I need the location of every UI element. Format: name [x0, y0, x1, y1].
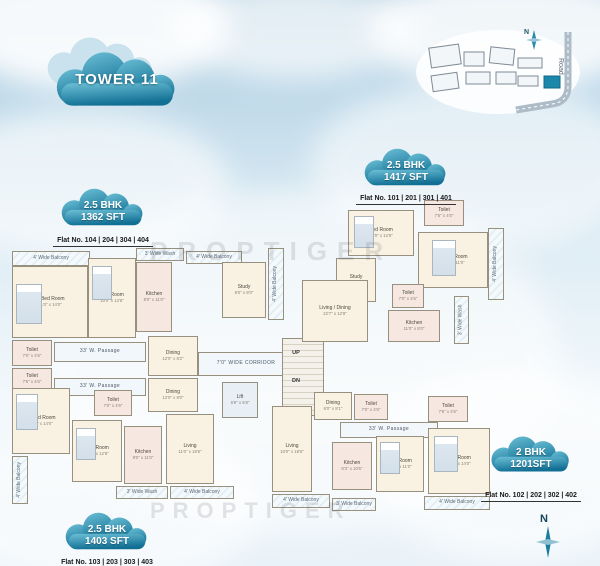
balcony-bottom-right-1: 4' Wide Balcony: [272, 494, 330, 508]
map-compass-icon: N: [524, 29, 542, 50]
compass-north: N: [528, 510, 568, 564]
map-building: [488, 46, 516, 66]
site-map: Road N: [416, 24, 580, 120]
balcony-top-2: 4' Wide Balcony: [186, 251, 242, 264]
corridor-central: 7'0" WIDE CORRIDOR: [198, 352, 294, 376]
wash-bottom-left: 3' Wide Wash: [116, 486, 168, 499]
flat-numbers-text: Flat No. 101 | 201 | 301 | 401: [356, 195, 456, 205]
balcony-bottom-right-2: 3' Wide Balcony: [332, 498, 376, 511]
flat-numbers-text: Flat No. 104 | 204 | 304 | 404: [53, 237, 153, 247]
balcony-top-left: 4' Wide Balcony: [12, 251, 90, 266]
balcony-right-vertical: 4' Wide Balcony: [488, 228, 504, 300]
wash-right-vertical: 3' Wide Wash: [454, 296, 469, 344]
bed-furniture: [434, 436, 458, 472]
bed-furniture: [16, 394, 38, 430]
unit-area: 1201SFT: [510, 458, 552, 470]
bed-furniture: [432, 240, 456, 276]
balcony-bottom-left: 4' Wide Balcony: [170, 486, 234, 499]
compass-north-label: N: [540, 513, 548, 525]
passage-top-left: 33' W. Passage: [54, 342, 146, 362]
balcony-right-apartment-left: 4' Wide Balcony: [268, 248, 284, 320]
map-tower-highlight: [543, 75, 561, 89]
flat-numbers-1403: Flat No. 103 | 203 | 303 | 403: [32, 551, 182, 566]
flat-numbers-text: Flat No. 102 | 202 | 302 | 402: [481, 492, 581, 502]
flat-numbers-1417: Flat No. 101 | 201 | 301 | 401: [331, 187, 481, 205]
flat-numbers-text: Flat No. 103 | 203 | 303 | 403: [57, 559, 157, 566]
unit-bhk: 2 BHK: [515, 446, 546, 458]
map-building: [430, 71, 460, 93]
flat-numbers-1201: Flat No. 102 | 202 | 302 | 402: [456, 484, 600, 502]
bed-furniture: [76, 428, 96, 460]
map-building: [428, 43, 462, 69]
flat-numbers-1362: Flat No. 104 | 204 | 304 | 404: [28, 229, 178, 247]
map-building: [495, 71, 517, 85]
tower-badge: TOWER 11: [22, 30, 212, 125]
map-building: [465, 71, 491, 85]
stair-up-label: UP: [292, 349, 300, 356]
wash-top-left: 3' Wide Wash: [136, 248, 184, 261]
map-north-label: N: [524, 29, 529, 36]
bed-furniture: [354, 216, 374, 248]
balcony-left-vertical: 4' Wide Balcony: [12, 456, 28, 504]
unit-area: 1362 SFT: [81, 211, 125, 223]
unit-bhk: 2.5 BHK: [87, 523, 127, 535]
bed-furniture: [16, 284, 42, 324]
unit-area: 1417 SFT: [384, 171, 428, 183]
map-building: [463, 51, 485, 67]
map-road-label: Road: [557, 58, 564, 75]
stair-dn-label: DN: [292, 377, 300, 384]
map-building: [517, 75, 539, 87]
unit-badge-1403: 2.5 BHK 1403 SFT: [59, 505, 155, 557]
tower-title: TOWER 11: [75, 70, 159, 88]
unit-bhk: 2.5 BHK: [386, 159, 426, 171]
unit-badge-1201: 2 BHK 1201SFT: [485, 429, 577, 479]
unit-badge-1417: 2.5 BHK 1417 SFT: [358, 141, 454, 193]
map-building: [517, 57, 543, 69]
unit-area: 1403 SFT: [85, 535, 129, 547]
unit-bhk: 2.5 BHK: [83, 199, 123, 211]
unit-badge-1362: 2.5 BHK 1362 SFT: [55, 181, 151, 233]
bed-furniture: [380, 442, 400, 474]
bed-furniture: [92, 266, 112, 300]
map-road-centerline: [515, 32, 569, 111]
compass-star-icon: [536, 526, 560, 558]
balcony-bottom-right-3: 4' Wide Balcony: [424, 496, 490, 510]
